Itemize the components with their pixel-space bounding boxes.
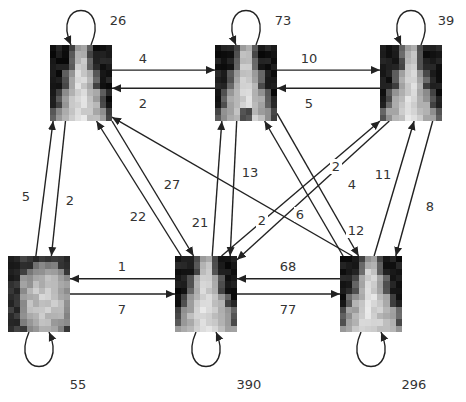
transition-count: 2 <box>137 96 149 111</box>
transition-count: 2 <box>256 213 268 228</box>
state-image <box>380 45 442 121</box>
transition-arrow <box>232 11 260 46</box>
transition-count: 2 <box>330 159 342 174</box>
pixel-image <box>380 45 442 121</box>
transition-arrow <box>277 88 380 89</box>
transition-count: 8 <box>424 199 436 214</box>
transition-arrow <box>265 121 344 256</box>
transition-count: 26 <box>108 13 129 28</box>
transition-arrow <box>36 121 53 256</box>
transition-count: 6 <box>294 207 306 222</box>
transition-count: 2 <box>64 193 76 208</box>
transition-arrow <box>397 11 425 46</box>
transition-arrow <box>374 121 414 256</box>
transition-count: 27 <box>162 177 183 192</box>
transition-count: 12 <box>346 223 367 238</box>
transition-count: 22 <box>128 209 149 224</box>
transition-count: 5 <box>20 189 32 204</box>
transition-arrow <box>112 69 215 70</box>
transition-count: 4 <box>137 51 149 66</box>
transition-count: 13 <box>240 165 261 180</box>
state-image <box>50 45 112 121</box>
transition-arrow <box>212 121 222 256</box>
transition-count: 5 <box>303 96 315 111</box>
transition-count: 11 <box>373 167 394 182</box>
transition-arrow <box>70 293 175 294</box>
transition-count: 73 <box>273 13 294 28</box>
transition-count: 10 <box>299 51 320 66</box>
transition-arrow <box>192 332 220 367</box>
transition-arrow <box>396 121 433 256</box>
transition-arrow <box>357 332 385 367</box>
state-image <box>215 45 277 121</box>
transition-count: 1 <box>116 259 128 274</box>
transition-count: 390 <box>235 377 264 392</box>
transition-count: 4 <box>346 177 358 192</box>
transition-arrow <box>51 121 65 256</box>
state-image <box>340 256 402 332</box>
transition-arrow <box>277 69 380 70</box>
state-image <box>8 256 70 332</box>
transition-count: 77 <box>278 302 299 317</box>
transition-arrow <box>222 121 381 256</box>
pixel-image <box>215 45 277 121</box>
transition-arrow <box>237 121 389 260</box>
pixel-image <box>8 256 70 332</box>
transition-arrow <box>237 278 340 279</box>
transition-arrow <box>70 278 175 279</box>
transition-arrow <box>25 332 53 367</box>
transition-count: 21 <box>190 215 211 230</box>
transition-count: 55 <box>68 377 89 392</box>
pixel-image <box>175 256 237 332</box>
state-image <box>175 256 237 332</box>
transition-count: 68 <box>278 259 299 274</box>
transition-arrow <box>112 88 215 89</box>
transition-count: 39 <box>436 13 457 28</box>
transition-arrow <box>237 293 340 294</box>
pixel-image <box>340 256 402 332</box>
transition-arrow <box>67 11 95 46</box>
transition-count: 296 <box>400 377 429 392</box>
transition-count: 7 <box>116 302 128 317</box>
pixel-image <box>50 45 112 121</box>
